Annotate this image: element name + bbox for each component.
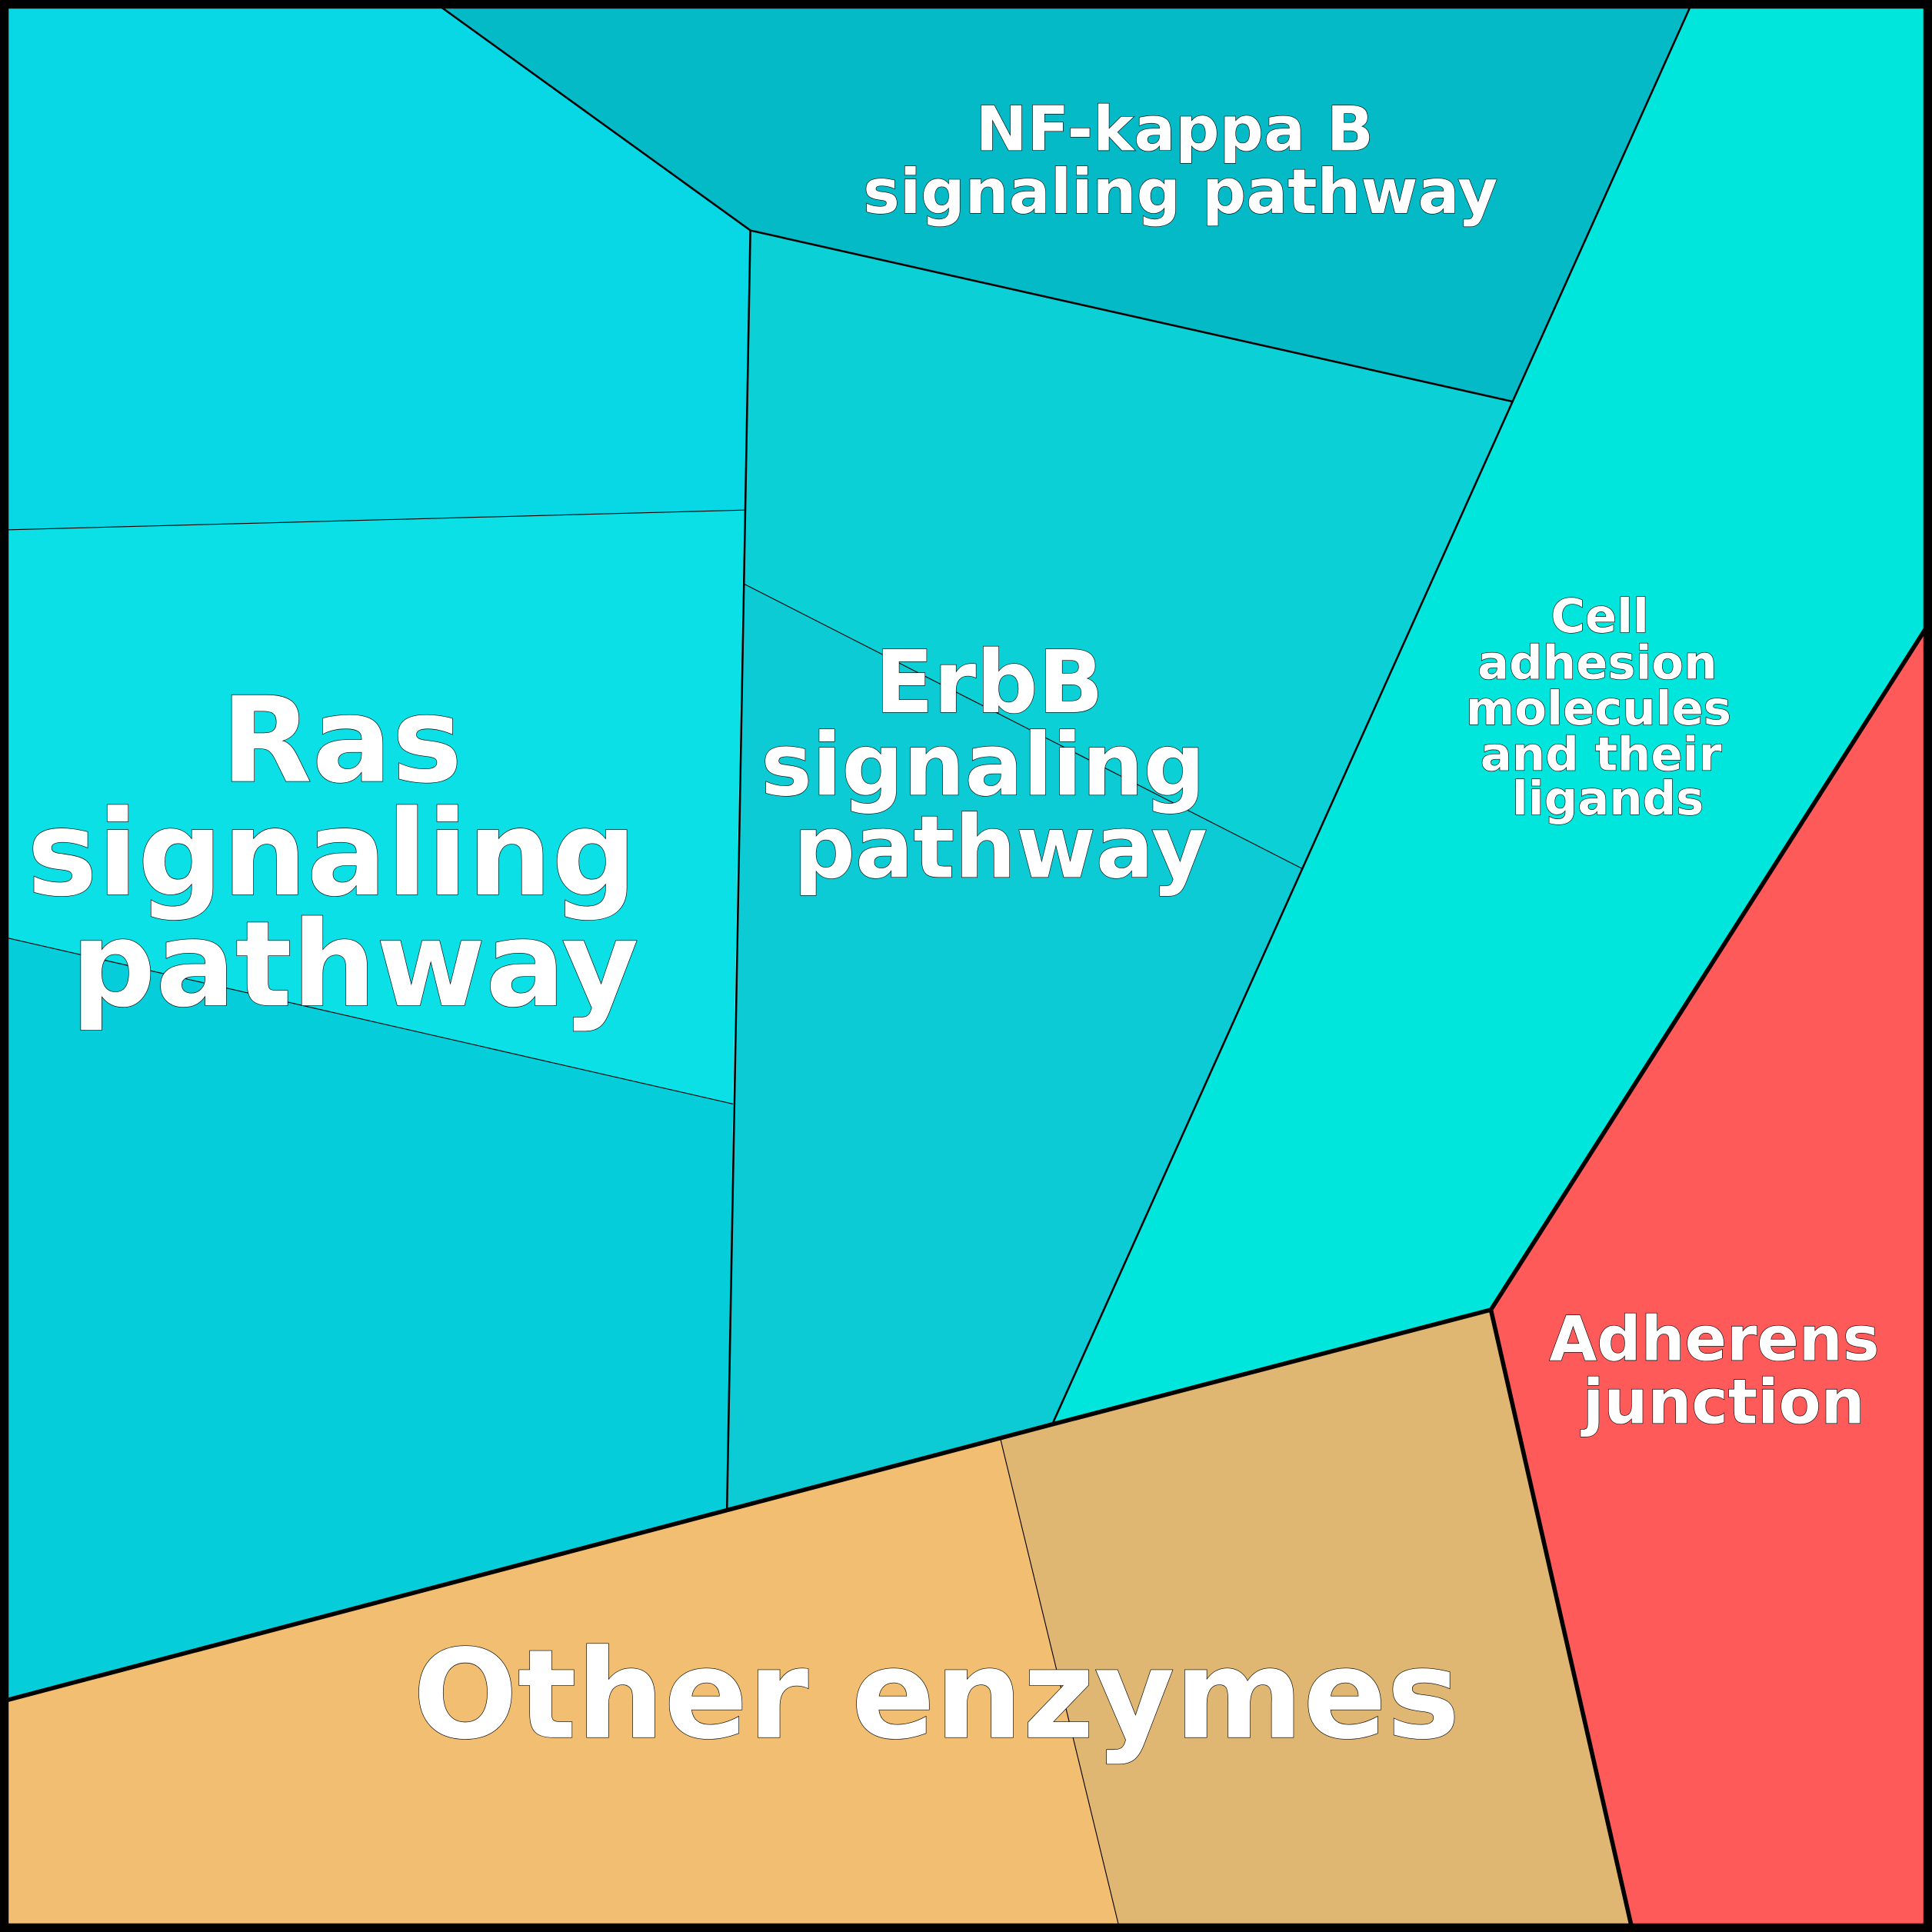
cell-erbb-top[interactable] (744, 230, 1514, 869)
cell-ras-low[interactable] (6, 938, 734, 1700)
cell-cell-adhesion[interactable] (1052, 6, 1926, 1424)
label-cell-adhesion: Cell adhesion molecules and their ligand… (1466, 589, 1747, 826)
label-erbb: ErbB signaling pathway (761, 633, 1235, 898)
cell-ras-top[interactable] (6, 6, 751, 530)
cell-other-left[interactable] (6, 1439, 1119, 1926)
label-nfkb: NF-kappa B signaling pathway (863, 93, 1497, 228)
cell-other-right[interactable] (1000, 1309, 1632, 1926)
cell-ras-mid[interactable] (6, 510, 744, 1104)
cell-adherens[interactable] (1491, 628, 1926, 1926)
label-ras: Ras signaling pathway (27, 672, 678, 1034)
cell-erbb-low[interactable] (727, 584, 1303, 1510)
label-other-enzymes: Other enzymes (413, 1623, 1460, 1767)
cell-nfkb[interactable] (439, 6, 1690, 402)
label-adherens: Adherens junction (1549, 1304, 1900, 1438)
